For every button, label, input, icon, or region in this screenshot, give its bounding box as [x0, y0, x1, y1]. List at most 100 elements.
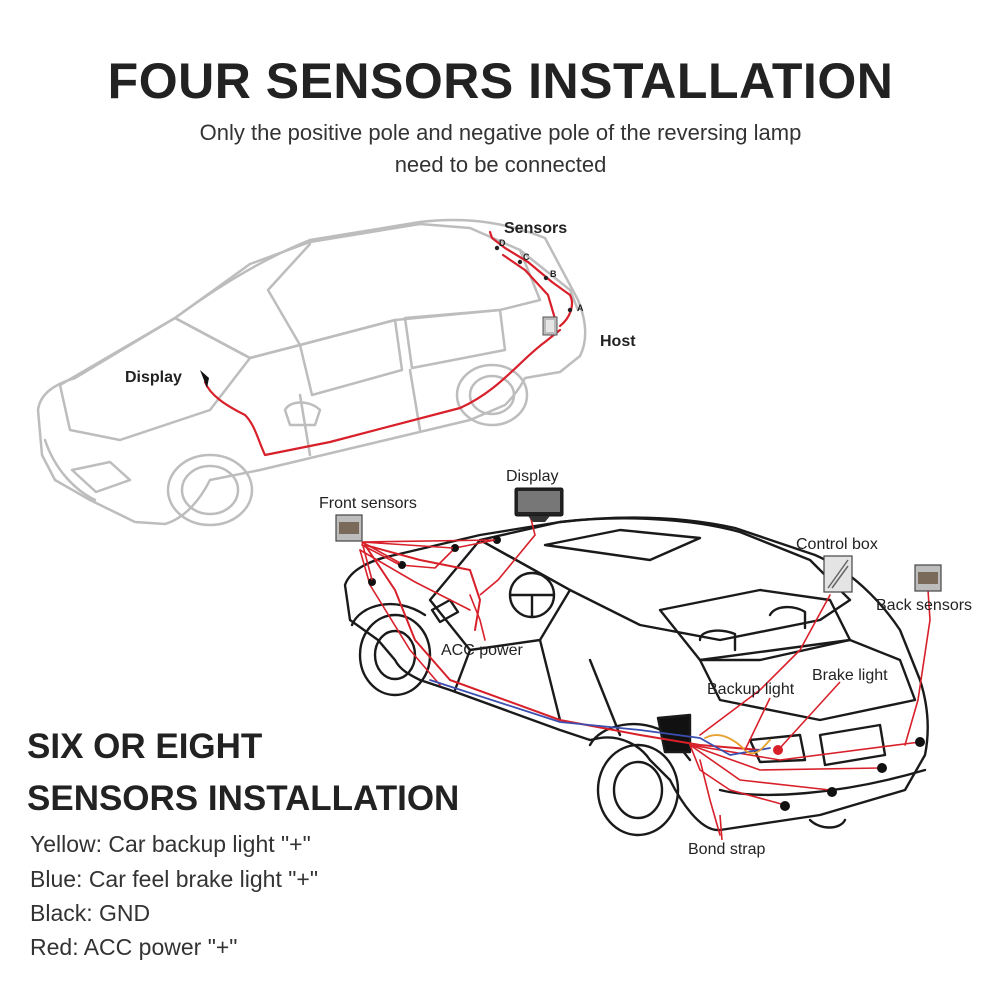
label-bond-strap: Bond strap [688, 841, 765, 858]
top-car [36, 218, 587, 527]
legend-yellow: Yellow: Car backup light "+" [30, 831, 311, 857]
label-back-sensors: Back sensors [876, 597, 972, 614]
bottom-car-headrests [698, 605, 807, 652]
top-car-grille [43, 438, 97, 502]
top-car-wiring [203, 230, 574, 457]
wire-red-front-2 [361, 539, 496, 569]
front-sensor-dot-3 [451, 544, 459, 552]
wire-red-rear-1 [689, 744, 786, 806]
display-monitor [514, 487, 564, 522]
section2-heading-line-1: SIX OR EIGHT [27, 727, 263, 766]
top-car-front-wheel-rim [180, 464, 240, 516]
label-sensor-d: D [499, 238, 506, 248]
front-sensor-dot-4 [493, 536, 501, 544]
label-sensor-a: A [577, 303, 584, 313]
front-sensor-dot-1 [368, 578, 376, 586]
arrow-display [479, 514, 536, 596]
label-backup-light: Backup light [707, 681, 795, 698]
label-front-sensors: Front sensors [319, 495, 417, 512]
top-car-trunk [518, 248, 580, 312]
legend-black: Black: GND [30, 900, 151, 926]
label-host: Host [600, 333, 636, 350]
label-sensor-b: B [550, 269, 557, 279]
wire-blue [429, 679, 771, 756]
bottom-car-exhaust [808, 818, 847, 829]
bottom-sensor-dots [368, 536, 925, 811]
front-sensors-box [335, 514, 363, 542]
label-top-display: Display [125, 369, 182, 386]
top-car-headlight [70, 460, 132, 494]
arrow-brake-light [779, 681, 841, 749]
top-wire-host-to-sensors-2 [501, 253, 558, 324]
bottom-arrows [361, 514, 841, 841]
subtitle-line-1: Only the positive pole and negative pole… [199, 120, 802, 145]
bottom-car-mirror [430, 598, 460, 624]
sensor-a-dot [567, 307, 573, 313]
arrow-front-sensors-2 [361, 541, 401, 564]
top-car-mirror [283, 401, 322, 427]
back-sensors-box [914, 564, 942, 592]
label-sensors: Sensors [504, 220, 567, 237]
bottom-car-roof [478, 517, 852, 642]
bottom-car-sunroof [543, 528, 702, 562]
top-car-side-window-2 [403, 308, 507, 370]
top-car-rear-wheel [455, 363, 529, 427]
bottom-car-front-wheel-arch [350, 602, 427, 627]
wire-red-front-1 [359, 549, 441, 686]
wire-red-rear-2 [689, 744, 831, 791]
bottom-car-front-wheel-rim [373, 629, 417, 681]
bottom-car-tail-light [748, 733, 807, 764]
rear-sensor-dot-3 [877, 763, 887, 773]
legend-red: Red: ACC power "+" [30, 934, 238, 960]
arrow-front-sensors-1 [361, 541, 373, 581]
wire-red-control-box [699, 594, 831, 736]
top-car-body [36, 218, 587, 526]
arrow-backup-light [744, 697, 771, 751]
top-sensor-dots [494, 245, 573, 313]
bottom-car-license-plate [818, 723, 887, 767]
sensor-b-dot [543, 275, 549, 281]
wire-red-rear-3 [689, 744, 881, 771]
top-car-roof [173, 222, 542, 360]
arrow-front-sensors-3 [361, 541, 454, 549]
bottom-car-rear-door [588, 658, 622, 737]
section2-heading-line-2: SENSORS INSTALLATION [27, 779, 460, 818]
wire-red-back-sensors [904, 589, 931, 746]
bottom-car-trunk [698, 638, 917, 722]
top-display-icon [200, 370, 209, 388]
subtitle-line-2: need to be connected [394, 152, 607, 177]
label-control-box: Control box [796, 536, 878, 553]
label-acc-power: ACC power [441, 642, 523, 659]
sensor-d-dot [494, 245, 500, 251]
rear-sensor-dot-4 [915, 737, 925, 747]
top-car-front-wheel [166, 453, 254, 527]
top-wire-display-to-host [203, 328, 562, 457]
rear-sensor-dot-1 [780, 801, 790, 811]
bottom-car-windshield [428, 538, 572, 652]
label-sensor-c: C [523, 252, 530, 262]
sensor-c-dot [517, 259, 523, 265]
bottom-car-front-wheel [358, 613, 432, 697]
top-car-windshield [173, 242, 312, 360]
page-title: FOUR SENSORS INSTALLATION [107, 53, 894, 109]
wire-red-main [364, 544, 761, 751]
bottom-car-bumper [718, 768, 927, 797]
legend-blue: Blue: Car feel brake light "+" [30, 866, 319, 892]
label-display: Display [506, 468, 558, 485]
wire-red-front-3 [359, 549, 471, 611]
bottom-car-rear-wheel [596, 743, 680, 837]
control-box [823, 555, 853, 593]
label-brake-light: Brake light [812, 667, 888, 684]
arrow-bond-strap [719, 814, 723, 841]
top-car-rear-wheel-rim [468, 374, 516, 416]
top-car-hood [58, 316, 252, 442]
top-car-side-window-1 [298, 318, 404, 397]
top-host-box [542, 316, 558, 336]
arrow-front-sensors-4 [361, 539, 496, 543]
bottom-car-rear-wheel-rim [612, 760, 664, 820]
bottom-car-rear-window [658, 588, 852, 662]
top-wire-host-to-sensors [488, 230, 574, 328]
rear-sensor-dot-2 [827, 787, 837, 797]
